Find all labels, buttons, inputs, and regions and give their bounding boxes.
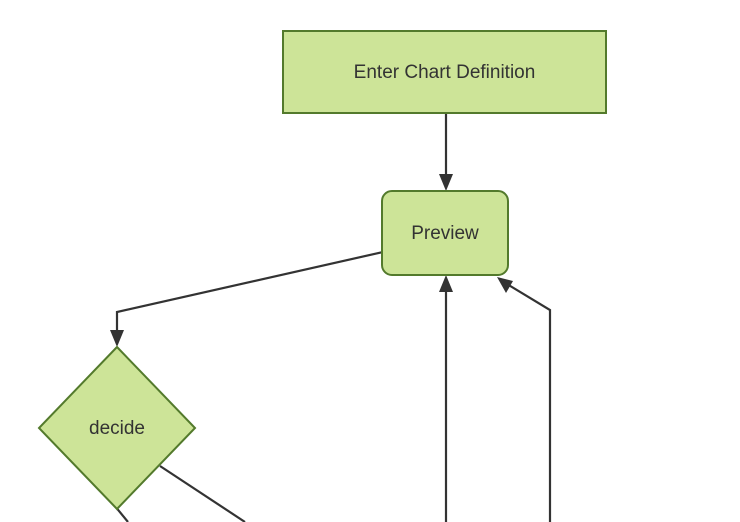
edge-layer	[109, 113, 552, 522]
edge-line	[115, 250, 384, 335]
edge-line	[159, 465, 246, 522]
node-enter-chart-definition[interactable]: Enter Chart Definition	[282, 30, 607, 114]
edge-decide-right-out	[159, 465, 246, 522]
node-rect[interactable]	[381, 190, 509, 276]
arrowhead-icon	[497, 277, 513, 293]
edge-line	[506, 283, 552, 522]
edge-enter-to-preview	[439, 113, 453, 191]
node-rect[interactable]	[282, 30, 607, 114]
node-diamond[interactable]	[37, 345, 197, 511]
arrowhead-icon	[110, 330, 124, 347]
arrowhead-icon	[439, 174, 453, 191]
edge-return-right-to-preview	[497, 277, 552, 522]
node-decide[interactable]: decide	[37, 345, 197, 511]
edge-return-center-to-preview	[439, 275, 453, 522]
node-preview[interactable]: Preview	[381, 190, 509, 276]
arrowhead-icon	[439, 275, 453, 292]
node-layer: Enter Chart Definition Preview decide	[37, 30, 607, 511]
edge-preview-to-decide	[110, 250, 384, 347]
